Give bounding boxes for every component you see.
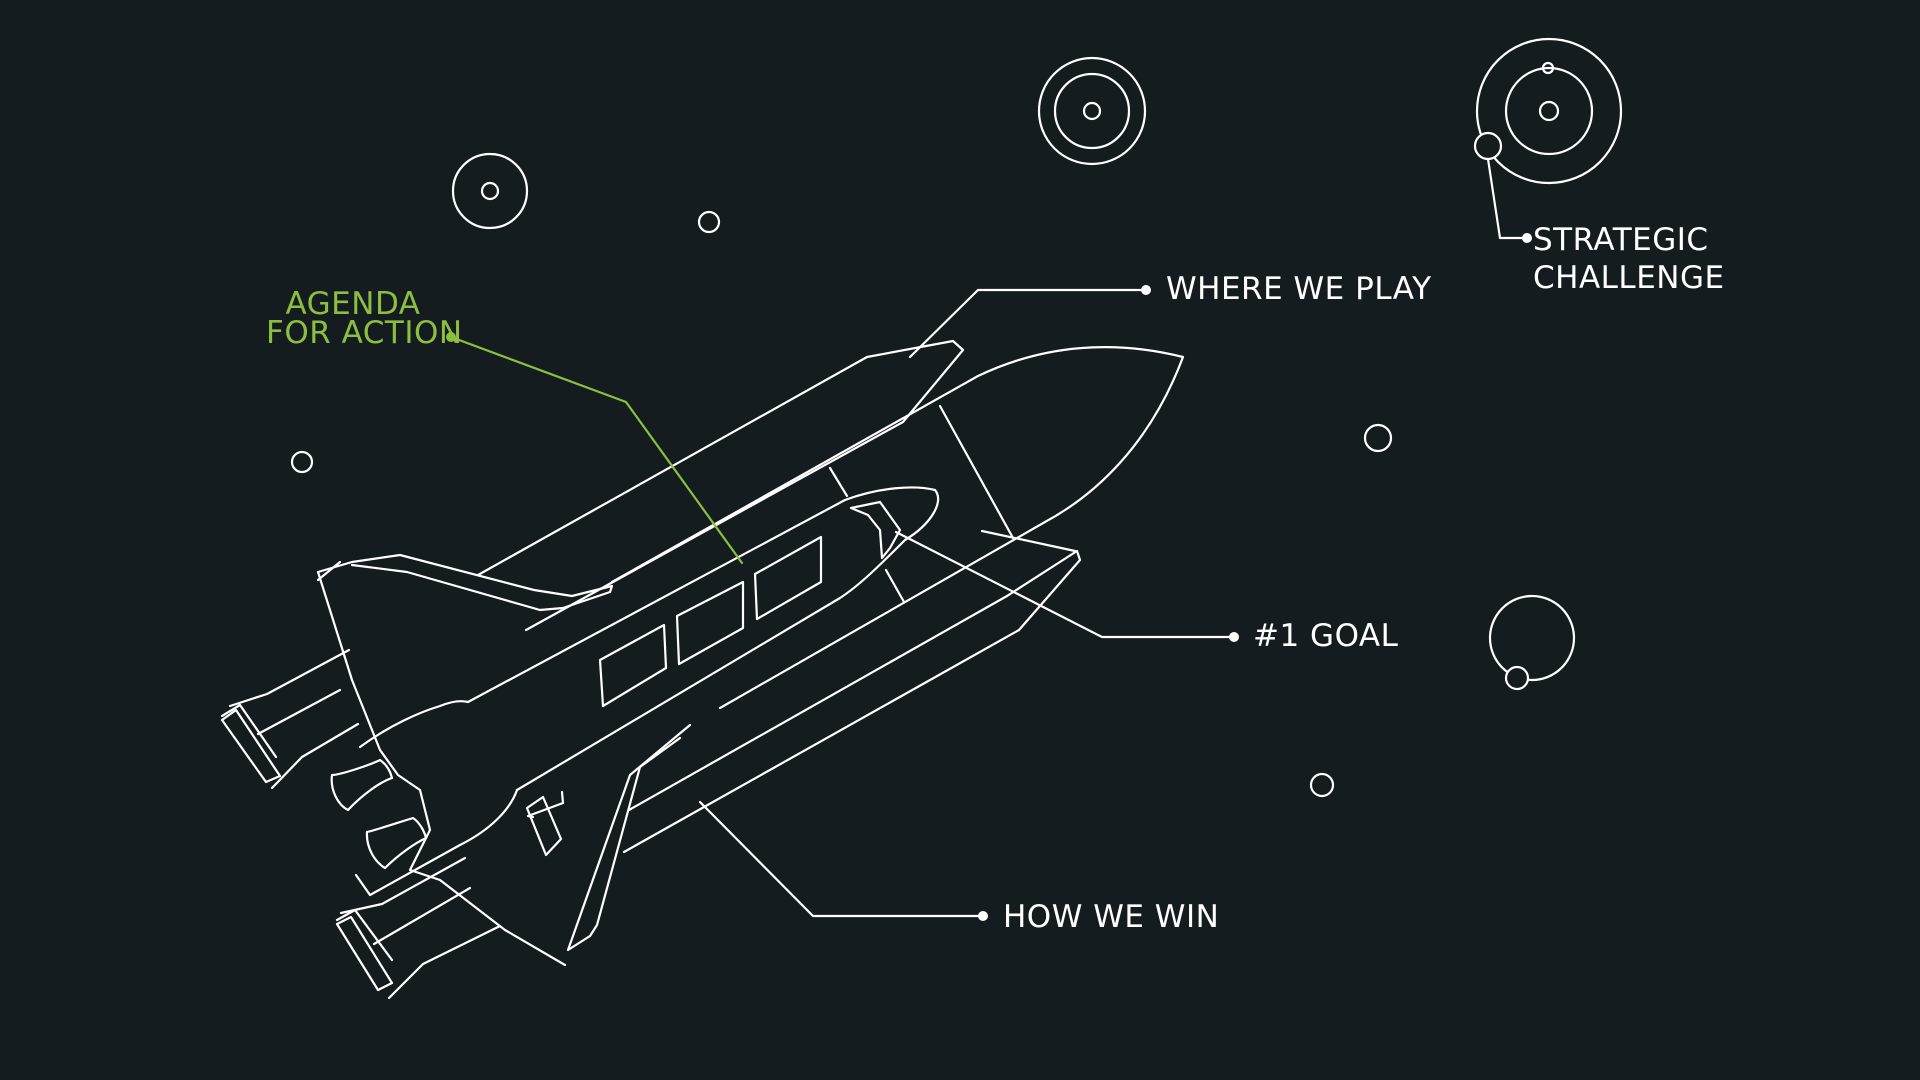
where-we-play-leader bbox=[908, 288, 1148, 359]
planet-icon-top bbox=[1037, 56, 1147, 166]
planet-icon-left bbox=[451, 152, 529, 230]
star-icon bbox=[1309, 772, 1335, 798]
how-we-win-leader bbox=[698, 800, 985, 918]
strategic-label-line2: CHALLENGE bbox=[1533, 260, 1725, 296]
goal-label: #1 GOAL bbox=[1253, 618, 1399, 654]
star-icon bbox=[1363, 423, 1393, 453]
orbit-icon-top-right bbox=[1473, 37, 1623, 185]
star-icon bbox=[697, 210, 721, 234]
space-shuttle-icon bbox=[220, 339, 1185, 1000]
where-we-play-label: WHERE WE PLAY bbox=[1166, 271, 1432, 307]
goal-marker bbox=[1229, 632, 1239, 642]
agenda-for-action-leader bbox=[446, 332, 744, 565]
strategic-label-line1: STRATEGIC bbox=[1533, 222, 1709, 258]
strategic-challenge-label: STRATEGIC CHALLENGE bbox=[1533, 221, 1725, 297]
how-we-win-marker bbox=[978, 911, 988, 921]
how-we-win-label: HOW WE WIN bbox=[1003, 899, 1220, 935]
agenda-label-line1: AGENDA bbox=[285, 286, 421, 322]
strategic-challenge-leader bbox=[1486, 157, 1529, 240]
orbit-icon-right bbox=[1488, 594, 1576, 691]
strategic-challenge-marker bbox=[1522, 233, 1532, 243]
star-icon bbox=[290, 450, 314, 474]
where-we-play-marker bbox=[1141, 285, 1151, 295]
agenda-label-line2: FOR ACTION bbox=[266, 315, 463, 351]
agenda-for-action-label: AGENDA FOR ACTION bbox=[266, 285, 463, 352]
